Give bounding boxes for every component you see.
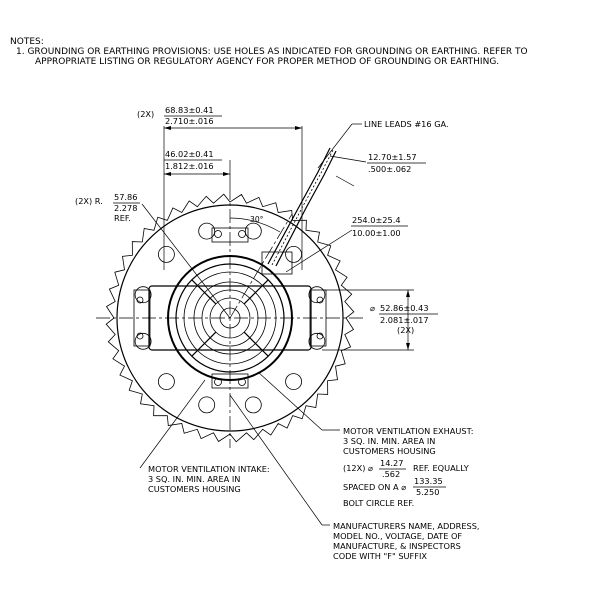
- intake-line-1: MOTOR VENTILATION INTAKE:: [148, 464, 270, 474]
- intake-line-2: 3 SQ. IN. MIN. AREA IN: [148, 474, 240, 484]
- holes-bc-inch: 5.250: [416, 487, 439, 497]
- arrow-half-left: [164, 172, 171, 176]
- bolt-hole: [198, 396, 216, 414]
- label-line-3: MANUFACTURE, & INSPECTORS: [333, 541, 461, 551]
- spacing-arrow-top: [406, 290, 410, 297]
- intake-leader: [139, 379, 206, 469]
- lead-offset-mm: 12.70±1.57: [368, 152, 417, 162]
- lead-length-inch: 10.00±1.00: [352, 228, 401, 238]
- grille-spoke: [243, 279, 269, 305]
- lead-wire-1: [267, 147, 331, 265]
- bolt-hole: [157, 245, 175, 263]
- bolt-hole: [134, 332, 152, 350]
- holes-bc-mm: 133.35: [414, 476, 443, 486]
- arrow-half-right: [223, 172, 230, 176]
- overall-prefix: (2X): [137, 109, 154, 119]
- holes-qty: (12X) ⌀: [343, 463, 373, 473]
- lead-offset-inch: .500±.062: [368, 164, 411, 174]
- angle-label: 30°: [250, 215, 264, 224]
- half-inch: 1.812±.016: [165, 161, 214, 171]
- radius-inch: 2.278: [114, 203, 137, 213]
- radius-suffix: REF.: [114, 213, 131, 223]
- spacing-prefix: ⌀: [370, 303, 375, 313]
- spacing-inch: 2.081±.017: [380, 315, 429, 325]
- spacing-mm: 52.86±0.43: [380, 303, 429, 313]
- bolt-hole: [308, 286, 326, 304]
- grille-spoke: [191, 279, 217, 305]
- bolt-hole: [285, 245, 303, 263]
- lead-offset-line: [329, 155, 367, 163]
- exhaust-leader: [257, 371, 323, 431]
- bolt-hole: [308, 332, 326, 350]
- note-line-2: APPROPRIATE LISTING OR REGULATORY AGENCY…: [35, 57, 499, 67]
- exhaust-line-2: 3 SQ. IN. MIN. AREA IN: [343, 436, 435, 446]
- dim-half-width: 46.02±0.41 1.812±.016: [164, 149, 231, 186]
- bolt-hole: [198, 222, 216, 240]
- radius-prefix: (2X) R.: [75, 196, 103, 206]
- note-line-1: 1. GROUNDING OR EARTHING PROVISIONS: USE…: [16, 47, 528, 57]
- angle-centerline: [229, 213, 293, 319]
- exhaust-line-1: MOTOR VENTILATION EXHAUST:: [343, 426, 473, 436]
- callout-exhaust: MOTOR VENTILATION EXHAUST: 3 SQ. IN. MIN…: [257, 371, 473, 456]
- callout-intake: MOTOR VENTILATION INTAKE: 3 SQ. IN. MIN.…: [139, 379, 270, 494]
- label-line-1: MANUFACTURERS NAME, ADDRESS,: [333, 521, 480, 531]
- grille-spoke: [243, 331, 269, 357]
- lead-offset-ext: [335, 175, 355, 187]
- center-lines: [96, 186, 364, 448]
- exhaust-line-3: CUSTOMERS HOUSING: [343, 446, 436, 456]
- radius-mm: 57.86: [114, 192, 137, 202]
- lead-wire-braid: [271, 149, 334, 266]
- holes-dia-mm: 14.27: [380, 458, 403, 468]
- intake-line-3: CUSTOMERS HOUSING: [148, 484, 241, 494]
- overall-inch: 2.710±.016: [165, 116, 214, 126]
- leads-leader: [317, 123, 353, 169]
- ground-hole-right-top: [316, 296, 324, 304]
- dim-lead-length: 254.0±25.4 10.00±1.00: [285, 215, 408, 273]
- notes-heading: NOTES:: [10, 37, 44, 47]
- ground-hole-top-right: [238, 230, 246, 238]
- lead-length-mm: 254.0±25.4: [352, 215, 401, 225]
- lead-length-line: [285, 229, 353, 273]
- ground-hole-right-bottom: [316, 332, 324, 340]
- holes-spaced: SPACED ON A ⌀: [343, 482, 406, 492]
- dim-angle: 30°: [229, 215, 281, 233]
- ground-hole-left-bottom: [136, 332, 144, 340]
- half-mm: 46.02±0.41: [165, 149, 214, 159]
- bolt-hole: [134, 286, 152, 304]
- bolt-hole: [244, 222, 262, 240]
- callout-holes: (12X) ⌀ 14.27 .562 REF. EQUALLY SPACED O…: [343, 458, 470, 508]
- bolt-hole: [157, 373, 175, 391]
- bolt-hole-group: [134, 222, 326, 414]
- line-leads-label: LINE LEADS #16 GA.: [364, 119, 449, 129]
- arrow-left: [164, 126, 171, 130]
- holes-bolt: BOLT CIRCLE REF.: [343, 498, 414, 508]
- spacing-arrow-bottom: [406, 343, 410, 350]
- radius-leader: [141, 203, 231, 319]
- bolt-hole: [285, 373, 303, 391]
- label-line-4: CODE WITH "F" SUFFIX: [333, 551, 427, 561]
- bolt-hole: [244, 396, 262, 414]
- arrow-right: [295, 126, 302, 130]
- dim-hole-spacing: ⌀ 52.86±0.43 2.081±.017 (2X): [322, 289, 438, 351]
- overall-mm: 68.83±0.41: [165, 105, 214, 115]
- holes-ref: REF. EQUALLY: [413, 463, 470, 473]
- angle-arc: [229, 217, 281, 233]
- ground-hole-left-top: [136, 296, 144, 304]
- callout-label: MANUFACTURERS NAME, ADDRESS, MODEL NO., …: [229, 394, 480, 561]
- grille-spoke: [191, 331, 217, 357]
- notes-block: NOTES: 1. GROUNDING OR EARTHING PROVISIO…: [10, 37, 528, 67]
- callout-line-leads: LINE LEADS #16 GA.: [317, 119, 449, 169]
- lead-wire-2: [275, 150, 337, 267]
- holes-dia-inch: .562: [382, 469, 400, 479]
- ground-hole-top-left: [214, 230, 222, 238]
- spacing-suffix: (2X): [397, 325, 414, 335]
- label-line-2: MODEL NO., VOLTAGE, DATE OF: [333, 531, 462, 541]
- dim-radius: (2X) R. 57.86 2.278 REF.: [75, 192, 231, 319]
- dim-lead-offset: 12.70±1.57 .500±.062: [329, 152, 426, 187]
- label-leader: [229, 394, 323, 526]
- dim-overall-width: (2X) 68.83±0.41 2.710±.016: [137, 105, 303, 270]
- lead-exit-box: [261, 251, 293, 275]
